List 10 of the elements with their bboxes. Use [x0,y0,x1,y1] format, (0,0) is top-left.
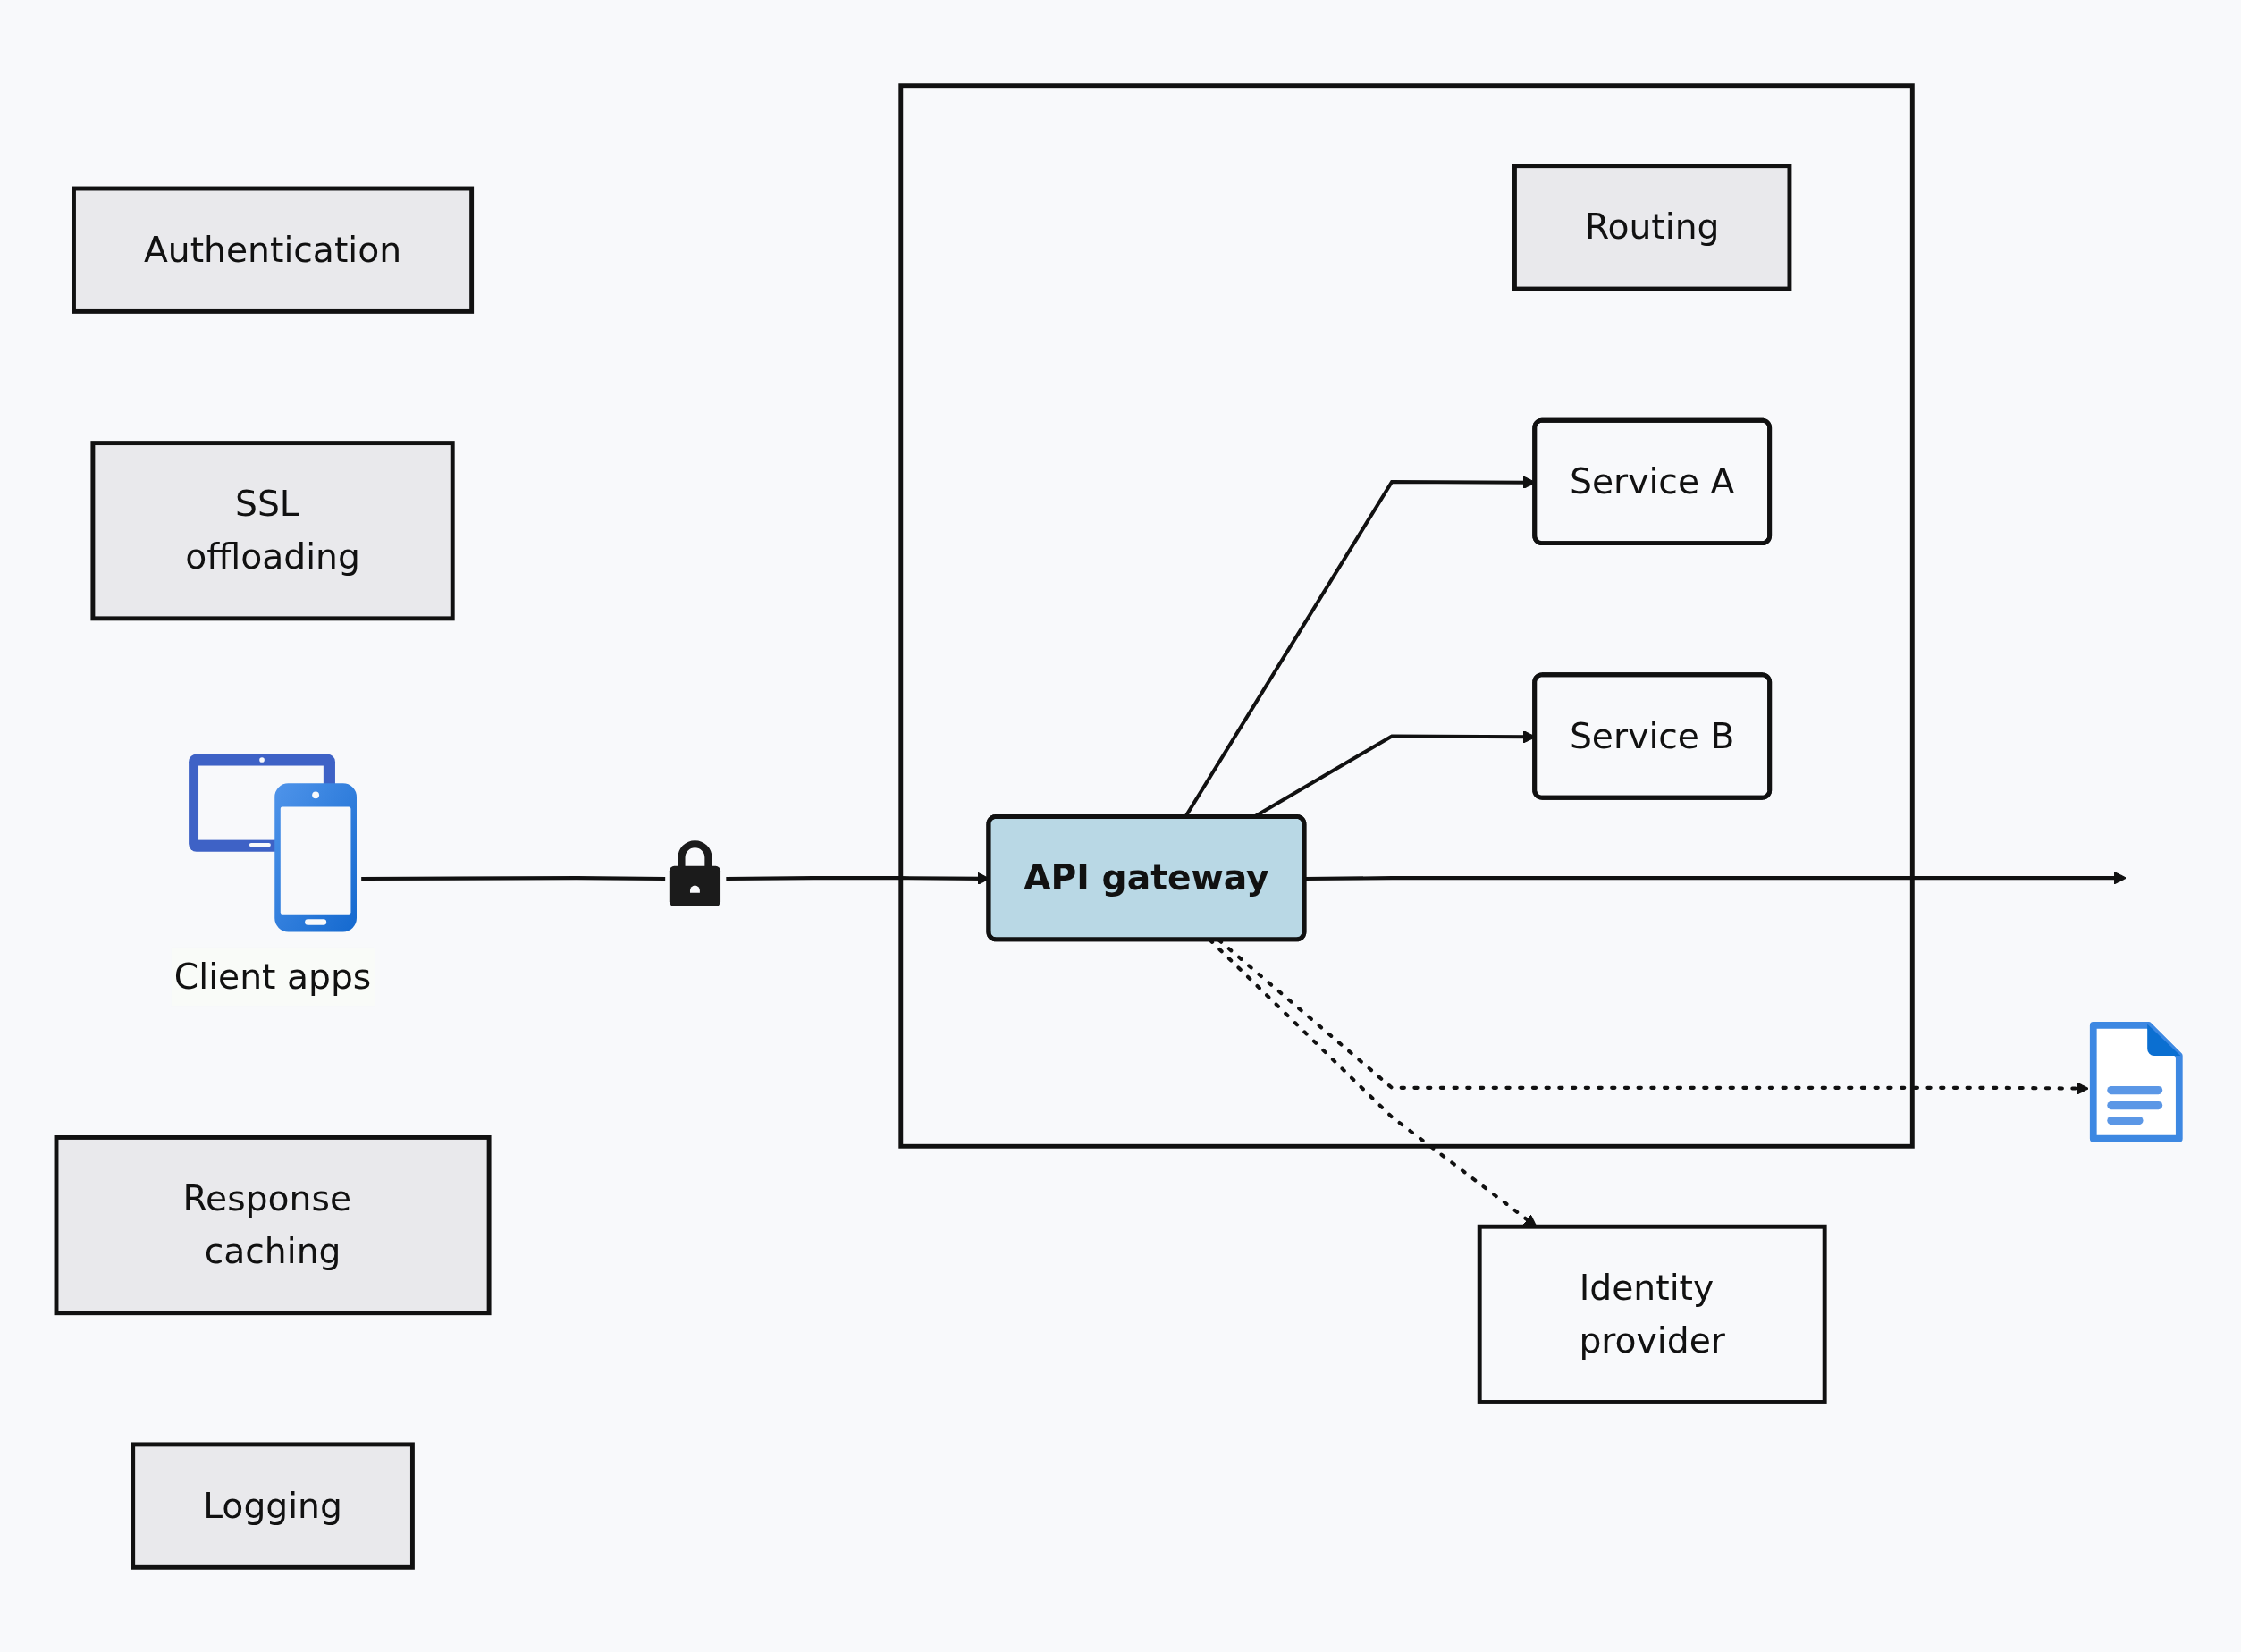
node-box: Authentication [72,186,475,314]
node-box: SSL offloading [90,440,455,620]
node-box: Routing [1512,163,1792,291]
node-picture [2087,1019,2185,1144]
node-box: Identity provider [1477,1224,1827,1404]
node-box: Response caching [54,1134,492,1315]
arrow [1304,871,2127,884]
connector [361,875,666,881]
node-box: Logging [131,1441,415,1570]
node-label: Client apps [173,956,372,997]
